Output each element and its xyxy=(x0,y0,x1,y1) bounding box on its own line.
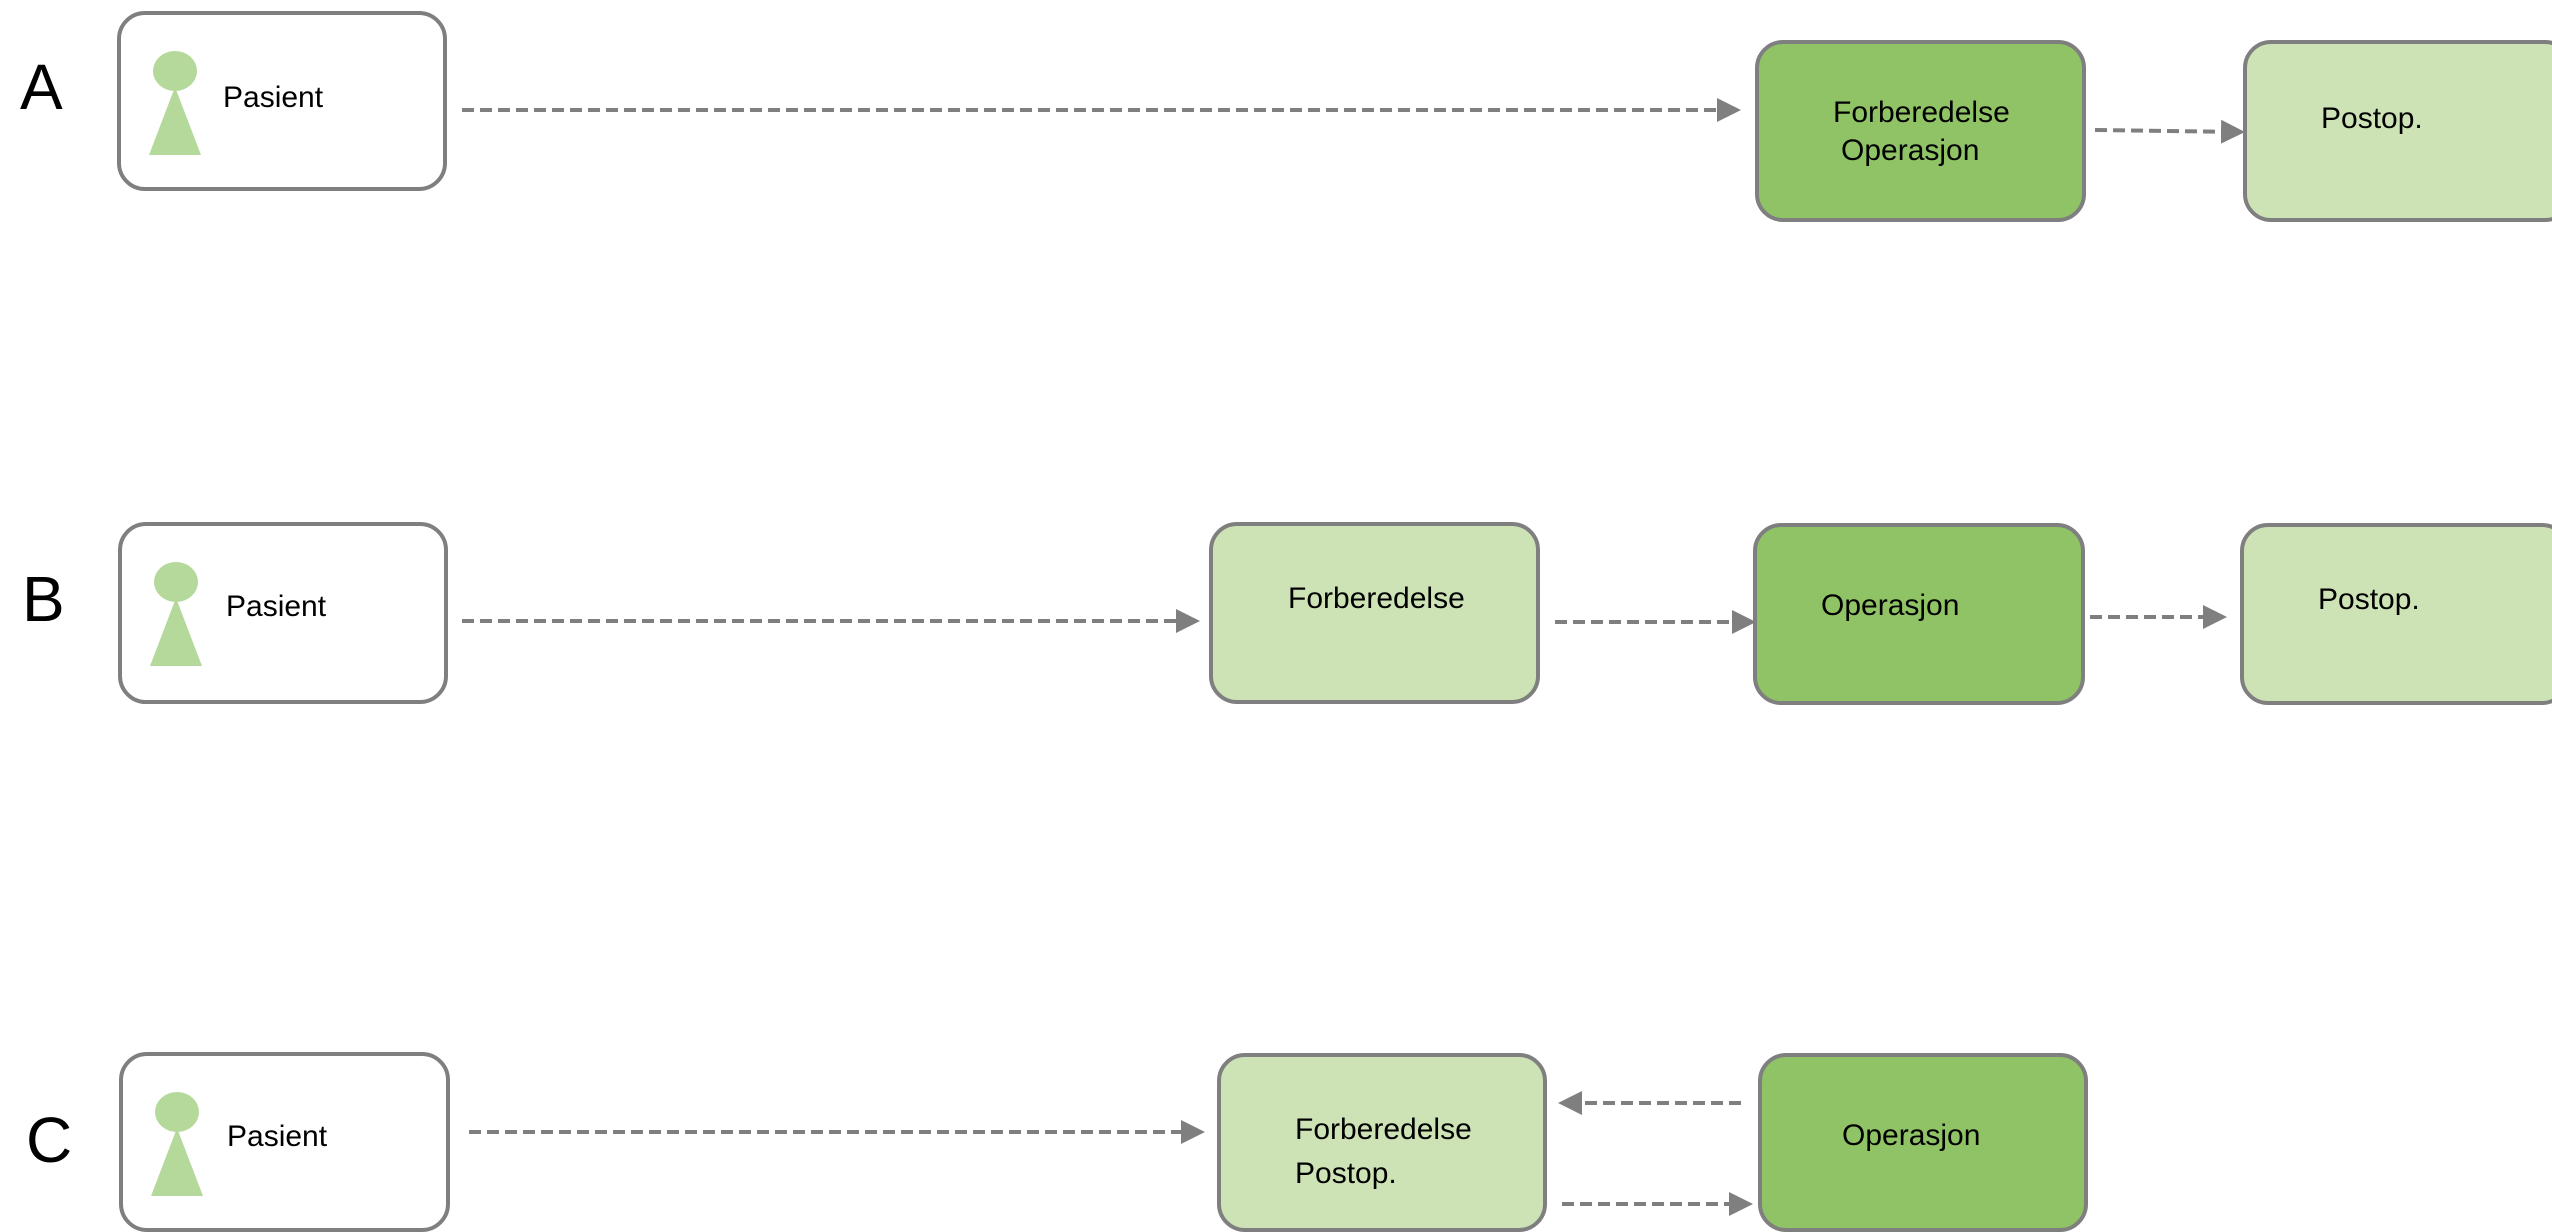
person-icon-head xyxy=(155,1092,199,1132)
preparation-label: Forberedelse xyxy=(1833,96,2010,129)
postop-label: Postop. xyxy=(2321,102,2423,135)
preparation-operation-box-a: Forberedelse Operasjon xyxy=(1755,40,2086,222)
preparation-label: Forberedelse xyxy=(1295,1113,1472,1146)
patient-label: Pasient xyxy=(226,590,327,623)
operation-label: Operasjon xyxy=(1821,589,1960,622)
postop-box-b: Postop. xyxy=(2240,523,2552,705)
person-icon xyxy=(151,1128,203,1196)
person-icon-head xyxy=(153,51,197,91)
operation-label: Operasjon xyxy=(1842,1119,1981,1152)
patient-box-a: Pasient xyxy=(117,11,447,191)
person-icon xyxy=(149,87,201,155)
row-label-b: B xyxy=(22,563,65,635)
operation-label: Operasjon xyxy=(1841,134,1980,167)
row-label-a: A xyxy=(20,51,63,123)
preparation-box-b: Forberedelse xyxy=(1209,522,1540,704)
arrow-operation-to-postop-a xyxy=(2094,119,2245,144)
patient-label: Pasient xyxy=(227,1120,328,1153)
patient-box-b: Pasient xyxy=(118,522,448,704)
preparation-label: Forberedelse xyxy=(1288,582,1465,615)
operation-box-b: Operasjon xyxy=(1753,523,2085,705)
person-icon-head xyxy=(154,562,198,602)
postop-box-a: Postop. xyxy=(2243,40,2552,222)
preparation-postop-box-c: Forberedelse Postop. xyxy=(1217,1053,1547,1232)
person-icon xyxy=(150,598,202,666)
patient-label: Pasient xyxy=(223,81,324,114)
operation-box-c: Operasjon xyxy=(1758,1053,2088,1232)
patient-box-c: Pasient xyxy=(119,1052,450,1232)
row-label-c: C xyxy=(26,1104,73,1176)
postop-label: Postop. xyxy=(2318,583,2420,616)
postop-label: Postop. xyxy=(1295,1157,1397,1190)
